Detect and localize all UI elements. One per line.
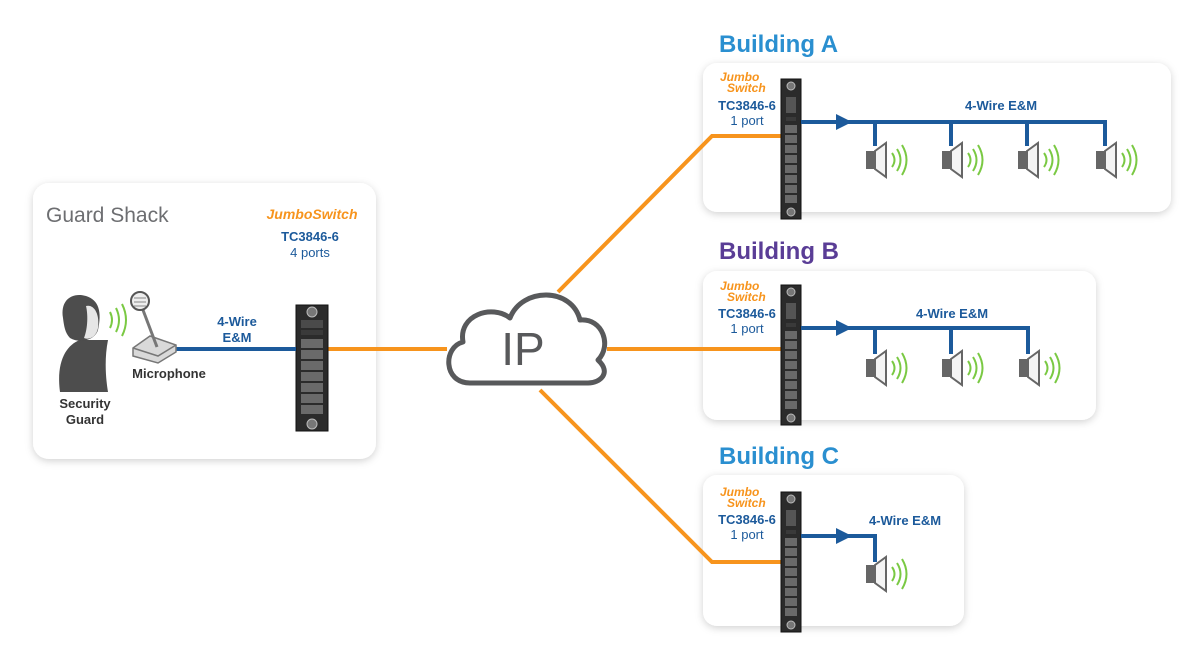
security-guard-icon bbox=[59, 294, 108, 392]
building-a-logo-1: Jumbo bbox=[720, 70, 759, 84]
building-b-model: TC3846-6 bbox=[718, 306, 776, 321]
voice-waves bbox=[109, 303, 127, 337]
building-a-wire-label: 4-Wire E&M bbox=[965, 98, 1037, 113]
guard-shack-model: TC3846-6 bbox=[281, 229, 339, 244]
building-c-arrow-icon bbox=[836, 528, 852, 544]
microphone-icon bbox=[130, 291, 177, 364]
building-a-title: Building A bbox=[719, 31, 838, 58]
building-c-model: TC3846-6 bbox=[718, 512, 776, 527]
building-a-4wire-bus bbox=[801, 120, 1107, 146]
guard-shack-panel bbox=[33, 183, 376, 459]
guard-shack-logo: JumboSwitch bbox=[266, 206, 357, 222]
building-a-model: TC3846-6 bbox=[718, 98, 776, 113]
guard-shack-title: Guard Shack bbox=[46, 204, 169, 227]
building-c-panel bbox=[703, 475, 964, 626]
ip-label: IP bbox=[501, 323, 544, 375]
guard-shack-ports: 4 ports bbox=[290, 245, 330, 260]
building-c-4wire-bus bbox=[801, 534, 877, 562]
building-c-ports: 1 port bbox=[730, 527, 764, 542]
guard-label-1: Security bbox=[59, 396, 111, 411]
building-a-logo-2: Switch bbox=[727, 81, 766, 95]
building-c-logo-2: Switch bbox=[727, 496, 766, 510]
building-b-title: Building B bbox=[719, 238, 839, 265]
building-c-title: Building C bbox=[719, 443, 839, 470]
building-b-ports: 1 port bbox=[730, 321, 764, 336]
guard-shack-switch bbox=[295, 304, 329, 432]
microphone-label: Microphone bbox=[132, 366, 206, 381]
guard-wire-label-2: E&M bbox=[223, 330, 252, 345]
building-b-logo-1: Jumbo bbox=[720, 279, 759, 293]
building-b-logo-2: Switch bbox=[727, 290, 766, 304]
guard-label-2: Guard bbox=[66, 412, 104, 427]
guard-wire-label-1: 4-Wire bbox=[217, 314, 257, 329]
building-b-wire-label: 4-Wire E&M bbox=[916, 306, 988, 321]
building-c-switch bbox=[780, 491, 802, 633]
building-b-arrow-icon bbox=[836, 320, 852, 336]
building-b-switch bbox=[780, 284, 802, 426]
building-c-wire-label: 4-Wire E&M bbox=[869, 513, 941, 528]
ip-link-building-c bbox=[538, 388, 781, 564]
building-a-switch bbox=[780, 78, 802, 220]
ip-cloud: IP bbox=[446, 292, 608, 386]
building-a-arrow-icon bbox=[836, 114, 852, 130]
building-c-logo-1: Jumbo bbox=[720, 485, 759, 499]
building-a-ports: 1 port bbox=[730, 113, 764, 128]
ip-link-building-a bbox=[556, 134, 781, 294]
